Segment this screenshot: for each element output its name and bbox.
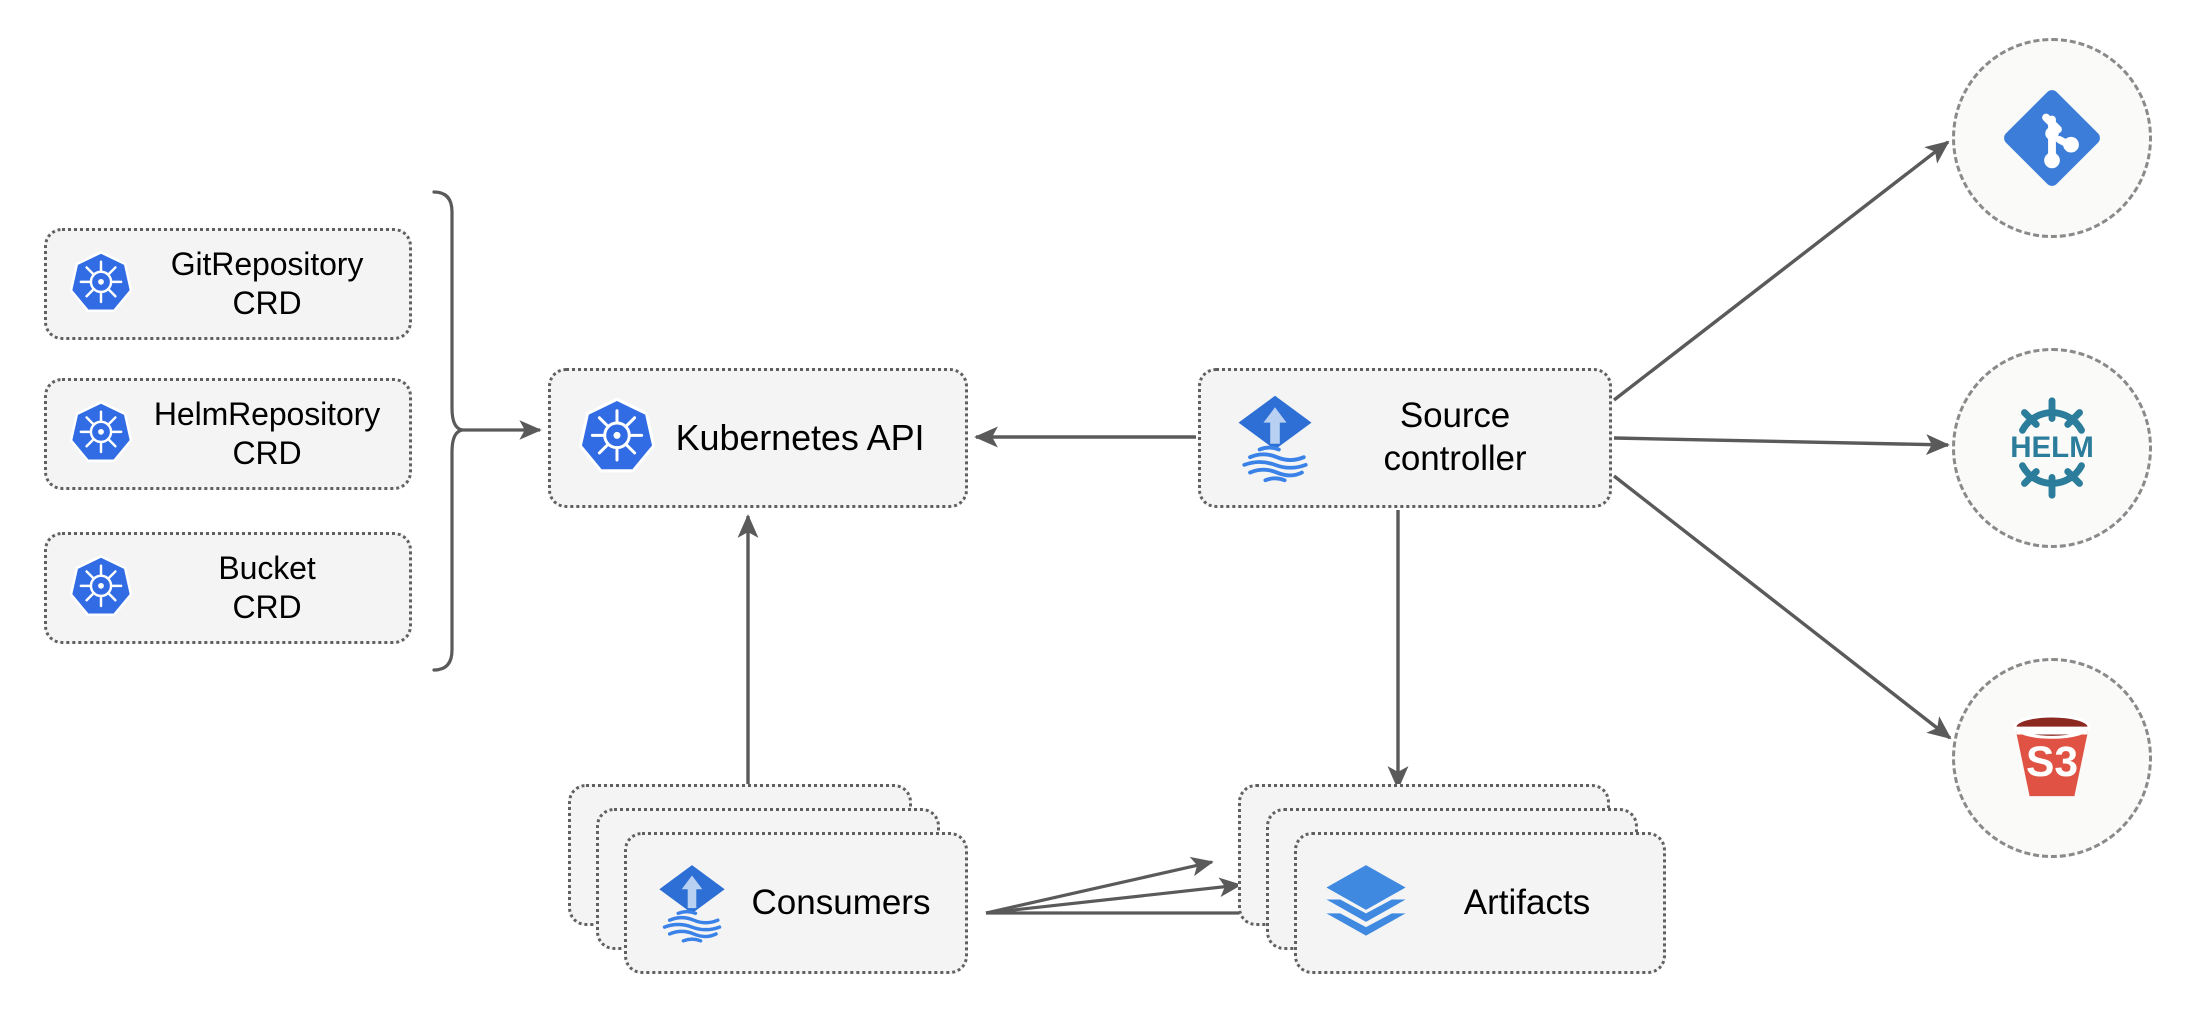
s3-endpoint-node[interactable]: S3 <box>1952 658 2152 858</box>
gitrepository-crd-label: GitRepository CRD <box>170 245 364 321</box>
kubernetes-icon <box>65 398 137 470</box>
edge-source-to-s3 <box>1612 474 1952 740</box>
helmrepository-crd-label: HelmRepository CRD <box>153 395 381 471</box>
flux-icon <box>649 860 735 946</box>
source-controller-label: Source controller <box>1383 396 1527 478</box>
helm-wordmark: HELM <box>2010 431 2094 464</box>
consumers-card-front[interactable]: Consumers <box>624 832 968 974</box>
consumers-label: Consumers <box>751 883 931 922</box>
s3-wordmark: S3 <box>2026 738 2078 786</box>
kubernetes-icon <box>65 552 137 624</box>
source-controller-node[interactable]: Source controller <box>1198 368 1612 508</box>
gitrepository-crd-node[interactable]: GitRepository CRD <box>44 228 412 340</box>
artifacts-node[interactable]: Artifacts <box>1238 784 1668 974</box>
bucket-crd-label: Bucket CRD <box>218 549 316 625</box>
helm-icon: HELM <box>1996 392 2108 504</box>
edge-consumers-to-artifacts-1 <box>985 856 1214 915</box>
helm-endpoint-node[interactable]: HELM <box>1952 348 2152 548</box>
helmrepository-crd-node[interactable]: HelmRepository CRD <box>44 378 412 490</box>
s3-bucket-icon: S3 <box>1996 702 2108 814</box>
consumers-node[interactable]: Consumers <box>568 784 968 974</box>
artifacts-card-front[interactable]: Artifacts <box>1294 832 1666 974</box>
edge-source-to-git <box>1612 140 1950 402</box>
kubernetes-api-label: Kubernetes API <box>675 417 925 459</box>
kubernetes-api-node[interactable]: Kubernetes API <box>548 368 968 508</box>
layers-icon <box>1323 860 1409 946</box>
edge-consumers-to-artifacts-2 <box>985 877 1242 915</box>
flux-icon <box>1227 390 1323 486</box>
edge-source-to-helm <box>1613 434 1950 456</box>
git-icon <box>1996 82 2108 194</box>
kubernetes-icon <box>65 248 137 320</box>
bucket-crd-node[interactable]: Bucket CRD <box>44 532 412 644</box>
artifacts-label: Artifacts <box>1463 883 1591 922</box>
git-endpoint-node[interactable] <box>1952 38 2152 238</box>
crd-group-brace <box>432 190 463 672</box>
kubernetes-icon <box>573 394 661 482</box>
